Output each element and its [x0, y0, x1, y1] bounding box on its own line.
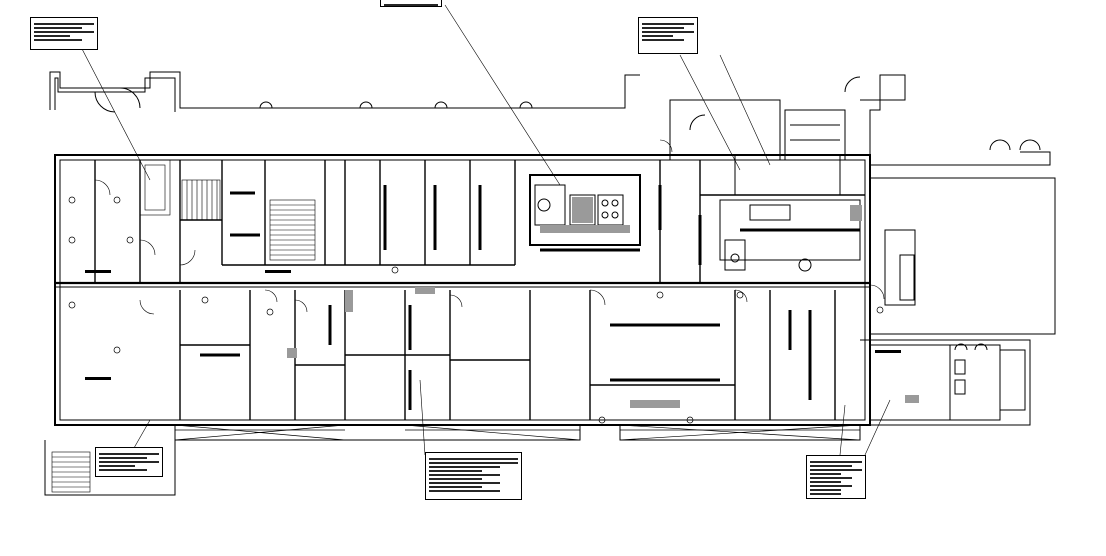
main-building-outline [44, 74, 1056, 496]
gray-fills [287, 197, 919, 408]
bottom-center-note [425, 452, 522, 500]
bottom-right-note [806, 455, 866, 499]
upper-left-annex [49, 71, 640, 113]
leader-lines [79, 4, 891, 456]
north-service-rooms [669, 99, 846, 196]
top-left-note [30, 17, 98, 50]
door-swings [94, 139, 885, 315]
east-restrooms [869, 229, 1026, 421]
top-center-note [380, 0, 442, 7]
label-flag-east [875, 350, 901, 354]
bottom-left-note [95, 447, 163, 477]
top-right-note [638, 17, 698, 54]
fixtures [200, 185, 860, 410]
label-flag-center-north [265, 270, 291, 274]
stairs [51, 159, 316, 493]
label-flag-west [85, 270, 111, 274]
interior-walls [94, 160, 865, 420]
window-band [174, 424, 861, 441]
label-flag-southwest [85, 377, 111, 381]
ceiling-symbols [68, 196, 884, 424]
